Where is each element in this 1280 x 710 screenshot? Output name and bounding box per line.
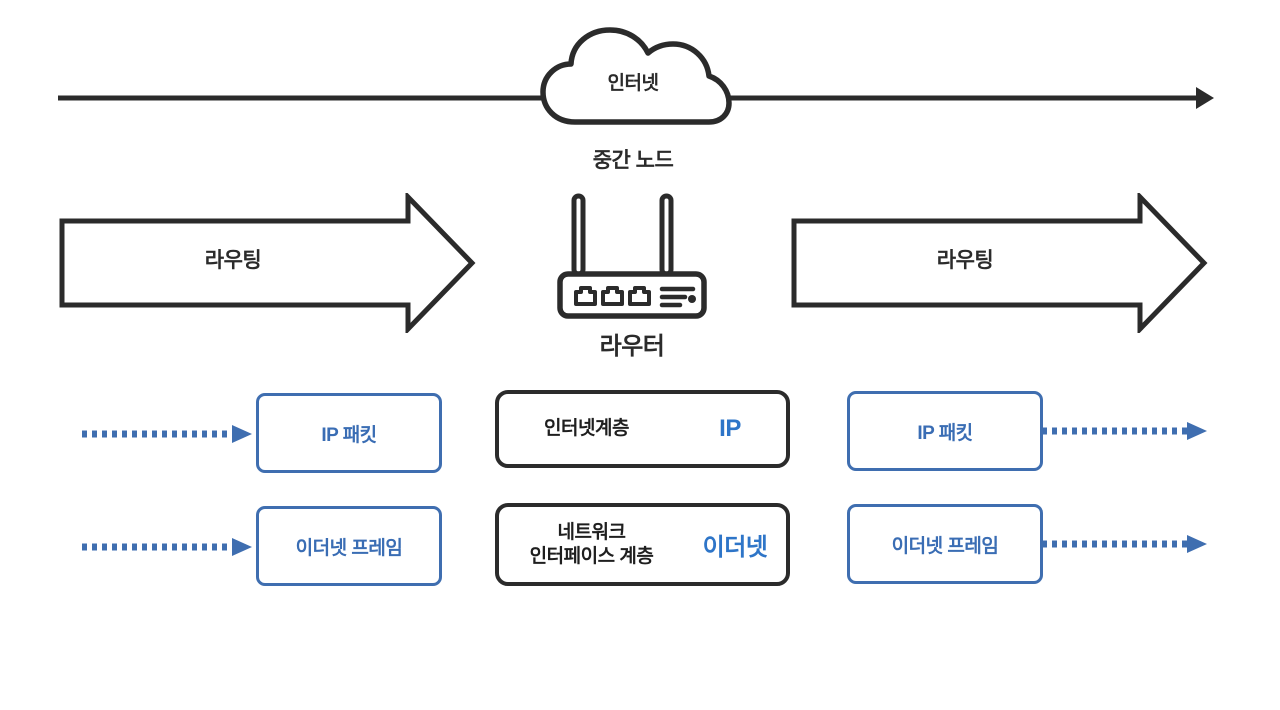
left-packet-box-ethernet-label: 이더넷 프레임 [295,537,403,559]
dotted-arrow-right-ethernet [1042,535,1207,553]
router-label: 라우터 [599,333,665,360]
cloud-label: 인터넷 [607,73,659,94]
dotted-arrow-left-ip [82,425,252,443]
layer-box-internet-name: 인터넷계층 [544,418,629,440]
internet-backbone-link [58,87,1214,109]
layer-box-network-interface-name: 네트워크 인터페이스 계층 [529,521,654,567]
routing-label-right: 라우팅 [936,249,994,272]
layer-box-network-interface[interactable]: 네트워크 인터페이스 계층 이더넷 [495,503,790,586]
right-packet-box-ethernet-label: 이더넷 프레임 [891,535,999,557]
layer-box-network-interface-protocol: 이더넷 [702,534,768,561]
left-packet-box-ip[interactable]: IP 패킷 [256,393,442,473]
right-packet-box-ip[interactable]: IP 패킷 [847,391,1043,471]
routing-arrow-right [791,193,1208,333]
backbone-arrowhead-icon [1196,87,1214,109]
router-icon [557,193,707,319]
layer-box-internet[interactable]: 인터넷계층 IP [495,390,790,468]
layer-box-internet-protocol: IP [719,415,741,442]
left-packet-box-ip-label: IP 패킷 [321,424,377,446]
routing-label-left: 라우팅 [204,249,262,272]
dotted-arrow-right-ip [1042,422,1207,440]
right-packet-box-ethernet[interactable]: 이더넷 프레임 [847,504,1043,584]
left-packet-box-ethernet[interactable]: 이더넷 프레임 [256,506,442,586]
intermediate-node-label: 중간 노드 [592,149,674,172]
routing-arrow-left [59,193,476,333]
right-packet-box-ip-label: IP 패킷 [917,422,973,444]
dotted-arrow-left-ethernet [82,538,252,556]
cloud-icon [540,27,732,125]
